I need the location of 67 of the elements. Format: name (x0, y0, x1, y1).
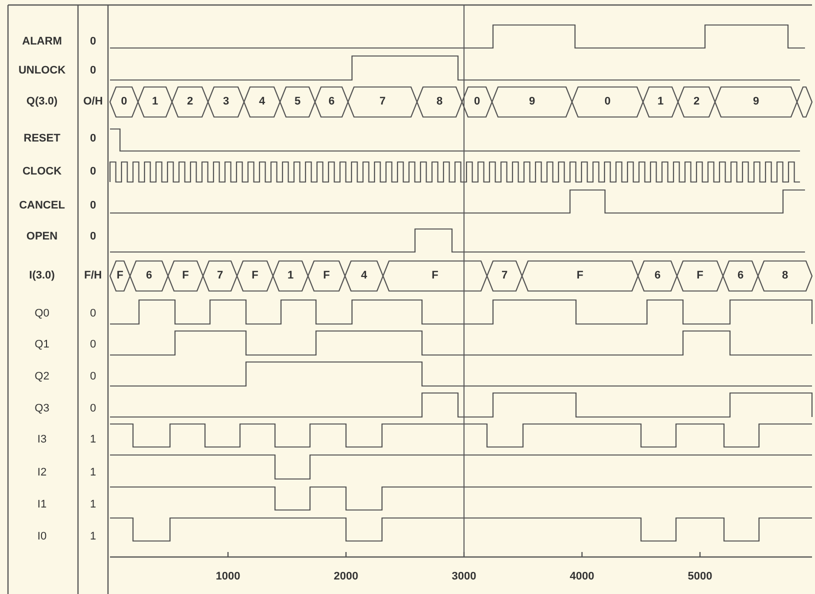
bus-value: F (696, 270, 704, 282)
initial-value: 1 (90, 530, 96, 544)
initial-value: 0 (90, 370, 96, 384)
tick-label: 4000 (570, 570, 594, 584)
bus-value: F (432, 270, 438, 282)
signal-name: OPEN (26, 230, 58, 244)
signal-name: Q2 (34, 370, 50, 384)
bus-value: 2 (693, 96, 700, 108)
initial-value: 0 (90, 308, 96, 320)
bus-value: 6 (146, 270, 152, 282)
bus-value: 2 (186, 96, 194, 108)
bus-value: 7 (379, 96, 386, 108)
bus-value: 4 (360, 270, 368, 282)
bus-value: 3 (222, 96, 230, 108)
bus-value: F (182, 270, 189, 282)
bus-value: 6 (654, 270, 661, 282)
initial-value: 0 (90, 230, 96, 244)
initial-value: O/H (83, 96, 103, 108)
signal-name: UNLOCK (18, 64, 66, 78)
bus-value: 7 (216, 270, 224, 282)
signal-name: Q1 (34, 338, 50, 352)
tick-label: 5000 (688, 570, 712, 584)
signal-name: I1 (37, 498, 47, 512)
tick-label: 1000 (216, 570, 240, 584)
bus-value: 1 (287, 270, 294, 282)
initial-value: 0 (90, 64, 96, 78)
initial-value: 0 (90, 338, 96, 352)
bus-value: 6 (737, 270, 744, 282)
tick-label: 2000 (334, 570, 358, 584)
bus-value: F (252, 270, 258, 282)
bus-value: 0 (604, 96, 611, 108)
bus-value: 1 (152, 96, 158, 108)
signal-name: I0 (37, 530, 47, 544)
signal-name: Q3 (34, 402, 50, 416)
initial-value: 0 (90, 132, 96, 146)
signal-name: RESET (24, 132, 60, 146)
initial-value: 1 (90, 498, 96, 512)
initial-value: F/H (84, 270, 102, 282)
bus-value: 7 (501, 270, 508, 282)
signal-name: CLOCK (22, 166, 62, 178)
bus-value: 0 (120, 96, 128, 108)
tick-label: 3000 (452, 570, 476, 584)
bus-value: F (116, 270, 124, 282)
bus-value: 9 (528, 96, 536, 108)
bus-value: 5 (294, 96, 301, 108)
bus-value: F (323, 270, 330, 282)
signal-name: CANCEL (19, 200, 65, 212)
initial-value: 0 (90, 402, 96, 416)
bus-value: 8 (436, 96, 443, 108)
bus-value: F (576, 270, 584, 282)
bus-value: 0 (474, 96, 480, 108)
bus-value: 4 (258, 96, 266, 108)
initial-value: 0 (90, 36, 96, 48)
initial-value: 1 (90, 466, 96, 480)
bus-value: 1 (657, 96, 664, 108)
signal-name: Q(3.0) (26, 96, 58, 108)
signal-name: ALARM (22, 36, 62, 48)
signal-name: I(3.0) (29, 270, 55, 282)
signal-name: I3 (37, 434, 47, 446)
signal-name: I2 (37, 466, 47, 480)
initial-value: 0 (90, 200, 96, 212)
bus-value: 9 (752, 96, 760, 108)
bus-value: 8 (782, 270, 788, 282)
bus-value: 6 (328, 96, 335, 108)
signal-name: Q0 (34, 308, 50, 320)
initial-value: 0 (90, 166, 96, 178)
initial-value: 1 (90, 434, 96, 446)
